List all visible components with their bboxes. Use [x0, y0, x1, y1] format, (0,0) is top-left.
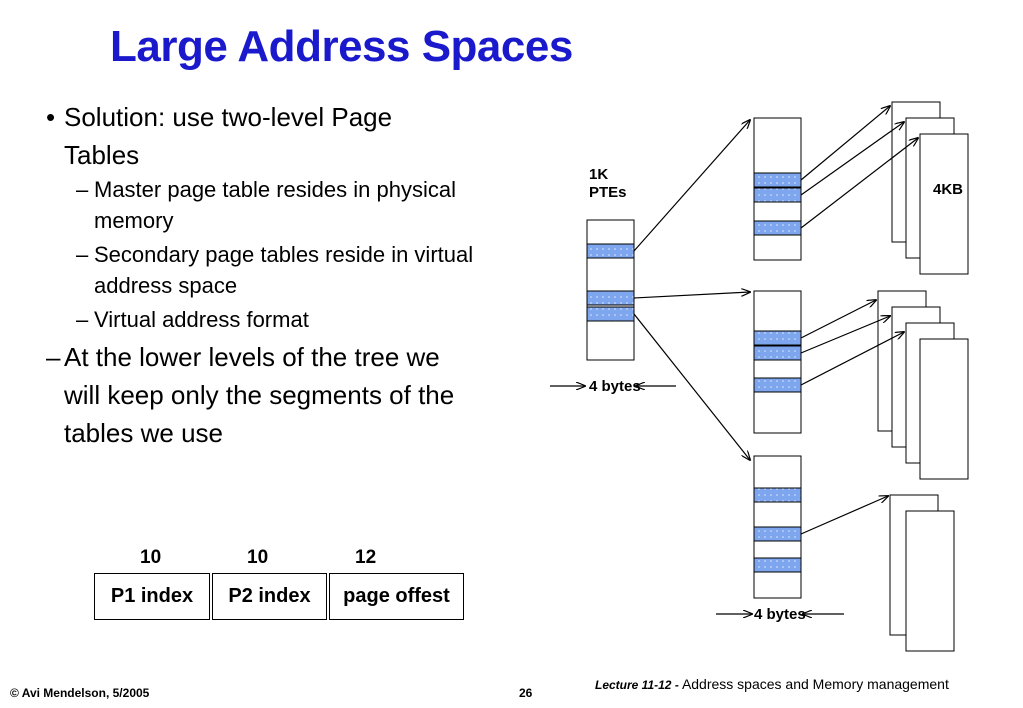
label-4kb: 4KB [933, 181, 964, 198]
arrow-entry-to-page [800, 496, 888, 535]
bits-p2: 10 [247, 547, 269, 568]
bullet-dot: • [46, 102, 56, 132]
secondary-entry [753, 220, 802, 236]
master-page-table [586, 219, 635, 361]
bullet-solution-line1: Solution: use two-level Page [64, 102, 393, 132]
master-entry [586, 306, 635, 322]
bullet-lower-levels-line1: At the lower levels of the tree we [64, 342, 440, 372]
bullet-lower-levels-line3: tables we use [64, 418, 223, 448]
secondary-entry [753, 172, 802, 188]
bullet-dash: – [46, 342, 61, 372]
arrow-master-to-table3 [633, 313, 750, 460]
page-stack-1 [891, 101, 969, 275]
sub-bullet-secondary-line1: Secondary page tables reside in virtual [94, 242, 474, 267]
arrow-entry-to-page [800, 300, 876, 339]
label-4bytes-secondary: 4 bytes [754, 606, 806, 623]
secondary-entry [753, 487, 802, 503]
sub-bullet-master-line2: memory [94, 208, 174, 233]
bits-p1: 10 [140, 547, 162, 568]
secondary-table-3 [753, 455, 802, 599]
sub-bullet-master-line1: Master page table resides in physical [94, 177, 456, 202]
arrow-master-to-table2 [633, 292, 750, 299]
bits-offset: 12 [355, 547, 377, 568]
footer-lecture-info: Lecture 11-12 - Address spaces and Memor… [595, 676, 949, 692]
secondary-entry [753, 187, 802, 203]
field-p1-index: P1 index [94, 573, 210, 620]
page-stack-2 [877, 290, 969, 480]
secondary-table-2 [753, 290, 802, 434]
footer-lecture: Lecture 11-12 - [595, 678, 679, 692]
arrow-entry-to-page [800, 332, 904, 386]
page-stack-3 [889, 494, 955, 652]
sub-bullet-secondary-line2: address space [94, 273, 238, 298]
secondary-table-1 [753, 117, 802, 261]
label-ptes: PTEs [589, 184, 627, 201]
label-4bytes-master: 4 bytes [589, 378, 641, 395]
footer-page-number: 26 [519, 686, 533, 700]
arrow-entry-to-page [800, 106, 890, 181]
label-1k: 1K [589, 166, 609, 183]
arrow-entry-to-page [800, 138, 918, 229]
sub-bullet-dash: – [76, 177, 89, 202]
secondary-entry [753, 345, 802, 361]
secondary-entry [753, 526, 802, 542]
bullet-solution-line2: Tables [64, 140, 140, 170]
field-page-offset: page offest [329, 573, 464, 620]
bullet-lower-levels-line2: will keep only the segments of the [64, 380, 455, 410]
secondary-entry [753, 377, 802, 393]
master-entry [586, 290, 635, 306]
footer-topic: Address spaces and Memory management [681, 676, 949, 692]
arrow-entry-to-page [800, 316, 890, 354]
slide-title: Large Address Spaces [110, 22, 573, 71]
secondary-entry [753, 557, 802, 573]
footer-copyright: © Avi Mendelson, 5/2005 [10, 686, 150, 700]
master-entry [586, 243, 635, 259]
arrow-master-to-table1 [633, 120, 750, 252]
arrow-entry-to-page [800, 122, 904, 196]
field-p2-index: P2 index [212, 573, 327, 620]
sub-bullet-dash: – [76, 242, 89, 267]
sub-bullet-dash: – [76, 307, 89, 332]
secondary-entry [753, 330, 802, 346]
sub-bullet-format: Virtual address format [94, 307, 309, 332]
